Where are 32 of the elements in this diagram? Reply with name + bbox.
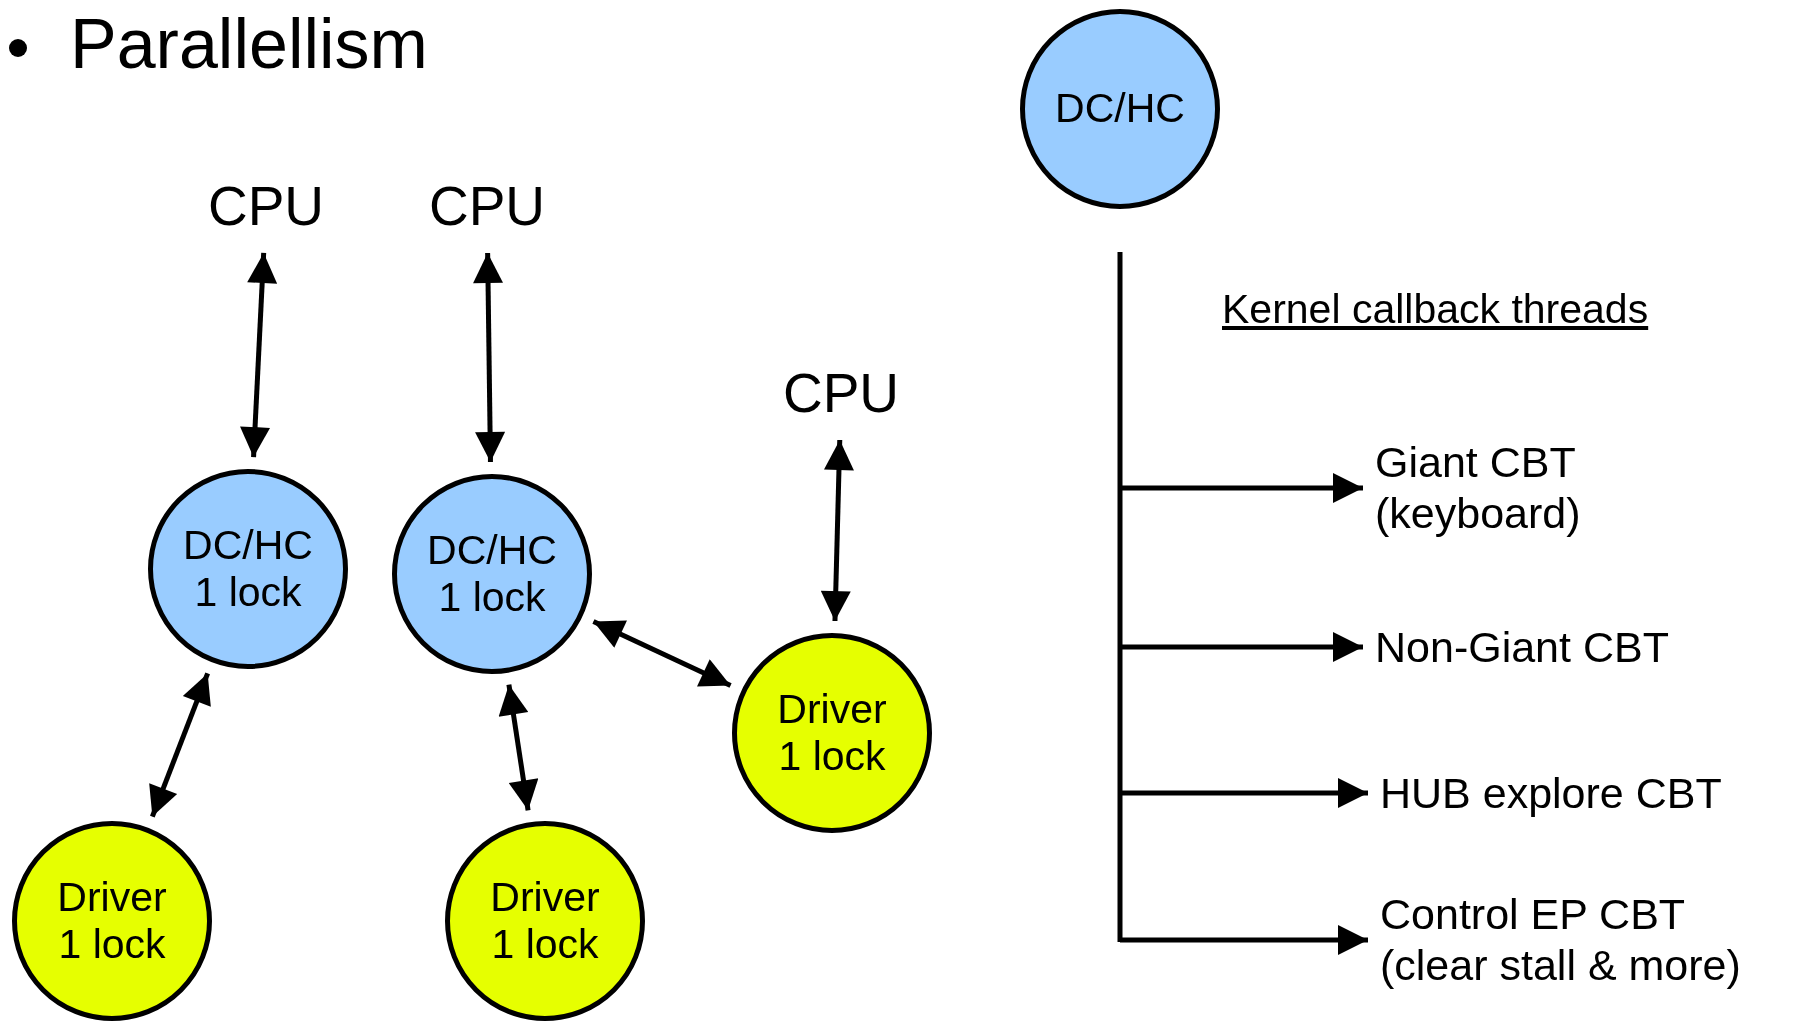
thread-label: (keyboard) [1375, 488, 1581, 539]
double-arrow [149, 672, 211, 818]
section-heading: Kernel callback threads [1222, 286, 1649, 333]
double-arrow [820, 439, 854, 622]
double-arrow [592, 619, 732, 688]
node-label: 1 lock [438, 574, 546, 622]
node-label: 1 lock [194, 569, 302, 617]
node-label: 1 lock [491, 921, 599, 969]
node-label: DC/HC [1055, 85, 1185, 133]
thread-label: HUB explore CBT [1380, 767, 1722, 819]
thread-label: Non-Giant CBT [1375, 621, 1669, 673]
node-label: DC/HC [183, 521, 313, 569]
node-label: 1 lock [778, 733, 886, 781]
double-arrow [473, 252, 506, 463]
node-label: 1 lock [58, 921, 166, 969]
slide-title: Parallellism [70, 4, 428, 84]
cpu-label: CPU [207, 174, 325, 238]
branch-arrow [1120, 778, 1368, 808]
branch-arrow [1120, 473, 1363, 503]
node-label: DC/HC [427, 526, 557, 574]
thread-label: Giant CBT [1375, 437, 1576, 488]
thread-label: (clear stall & more) [1380, 940, 1741, 991]
node-label: Driver [777, 685, 887, 733]
double-arrow [240, 252, 278, 458]
node-label: Driver [57, 873, 167, 921]
node-label: Driver [490, 873, 600, 921]
thread-label: Control EP CBT [1380, 889, 1686, 940]
branch-arrow [1120, 925, 1368, 955]
cpu-label: CPU [428, 174, 546, 238]
cpu-label: CPU [782, 361, 900, 425]
double-arrow [498, 684, 539, 811]
branch-arrow [1120, 632, 1363, 662]
